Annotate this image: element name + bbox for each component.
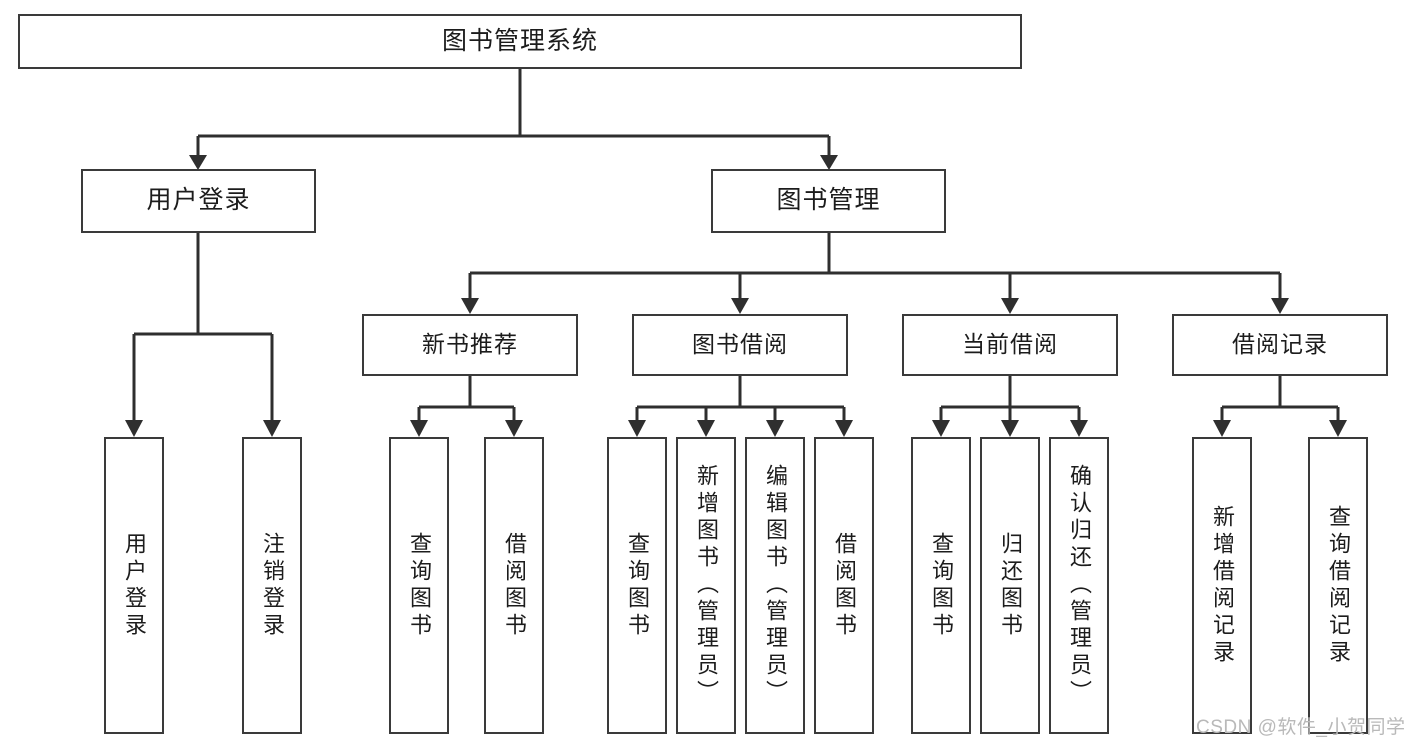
watermark: CSDN @软件_小贺同学: [1196, 717, 1405, 738]
leaf-logout[interactable]: 注销登录: [242, 437, 302, 734]
node-root-label: 图书管理系统: [441, 26, 598, 55]
leaf-add-record-label: 新增借阅记录: [1210, 504, 1235, 667]
leaf-borrow-book-2-label: 借阅图书: [832, 531, 857, 640]
leaf-borrow-book-2[interactable]: 借阅图书: [814, 437, 874, 734]
leaf-query-book-1[interactable]: 查询图书: [389, 437, 449, 734]
leaf-query-book-2-label: 查询图书: [625, 531, 650, 640]
leaf-query-book-3-label: 查询图书: [929, 531, 954, 640]
leaf-borrow-book-1-label: 借阅图书: [502, 531, 527, 640]
leaf-user-login-label: 用户登录: [122, 531, 147, 640]
leaf-query-book-3[interactable]: 查询图书: [911, 437, 971, 734]
leaf-confirm-return[interactable]: 确认归还（管理员）: [1049, 437, 1109, 734]
leaf-confirm-return-label: 确认归还（管理员）: [1067, 464, 1092, 707]
node-new-book-rec[interactable]: 新书推荐: [362, 314, 578, 376]
node-user-login-label: 用户登录: [146, 186, 251, 215]
leaf-add-book[interactable]: 新增图书（管理员）: [676, 437, 736, 734]
leaf-add-record[interactable]: 新增借阅记录: [1192, 437, 1252, 734]
leaf-add-book-label: 新增图书（管理员）: [694, 464, 719, 707]
node-borrow-record-label: 借阅记录: [1232, 331, 1328, 358]
node-current-borrow[interactable]: 当前借阅: [902, 314, 1118, 376]
leaf-edit-book[interactable]: 编辑图书（管理员）: [745, 437, 805, 734]
leaf-query-record-label: 查询借阅记录: [1326, 504, 1351, 667]
leaf-logout-label: 注销登录: [260, 531, 285, 640]
node-book-borrow[interactable]: 图书借阅: [632, 314, 848, 376]
node-root[interactable]: 图书管理系统: [18, 14, 1022, 69]
leaf-return-book-label: 归还图书: [998, 531, 1023, 640]
node-current-borrow-label: 当前借阅: [962, 331, 1058, 358]
leaf-query-book-1-label: 查询图书: [407, 531, 432, 640]
node-book-borrow-label: 图书借阅: [692, 331, 788, 358]
node-book-manage-label: 图书管理: [776, 186, 881, 215]
leaf-query-book-2[interactable]: 查询图书: [607, 437, 667, 734]
node-book-manage[interactable]: 图书管理: [711, 169, 946, 233]
node-user-login[interactable]: 用户登录: [81, 169, 316, 233]
leaf-borrow-book-1[interactable]: 借阅图书: [484, 437, 544, 734]
leaf-edit-book-label: 编辑图书（管理员）: [763, 464, 788, 707]
node-borrow-record[interactable]: 借阅记录: [1172, 314, 1388, 376]
node-new-book-rec-label: 新书推荐: [422, 331, 518, 358]
leaf-query-record[interactable]: 查询借阅记录: [1308, 437, 1368, 734]
leaf-user-login[interactable]: 用户登录: [104, 437, 164, 734]
leaf-return-book[interactable]: 归还图书: [980, 437, 1040, 734]
